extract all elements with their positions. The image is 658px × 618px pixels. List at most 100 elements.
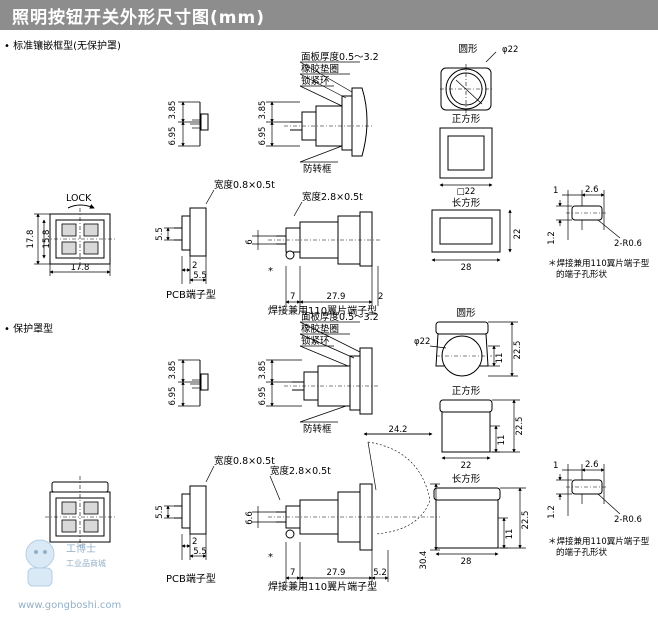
label-pcb-terminal-a: PCB端子型: [166, 288, 216, 301]
square-front-view-top: 正方形 □22: [439, 113, 493, 197]
rect-front-view-top: 长方形 28 22: [431, 197, 523, 273]
dim-30.4: 30.4: [419, 551, 429, 570]
dim-2-pcb-a: 2: [192, 261, 197, 271]
label-square-a: 正方形: [452, 113, 481, 125]
dim-7-b: 7: [290, 568, 295, 578]
label-round-b: 圆形: [456, 307, 476, 319]
label-solder-width-a: 宽度2.8×0.5t: [302, 191, 363, 203]
label-lock-a: LOCK: [66, 193, 92, 204]
dim-1-b: 1: [553, 461, 558, 471]
label-anti-rotation-a: 防转框: [303, 163, 332, 175]
dim-17.8-h-a: 17.8: [71, 263, 90, 273]
watermark-logo: 工博士 工业品商城 www.gongboshi.com: [18, 539, 121, 611]
dim-22-a: 22: [513, 229, 523, 240]
label-square-b: 正方形: [452, 385, 481, 397]
dim-2.6-a: 2.6: [585, 185, 599, 195]
dim-5.2: 5.2: [373, 568, 387, 578]
dim-7-a: 7: [290, 292, 295, 302]
note-hole-line2-a: 的端子孔形状: [556, 269, 608, 280]
dim-17.8-v-a: 17.8: [26, 230, 36, 249]
label-round-a: 圆形: [458, 43, 478, 55]
terminal-hole-detail-top: 1 2.6 1.2 2-R0.6 ＊焊接兼用110翼片端子型 的端子孔形状: [547, 185, 650, 280]
dim-2-pcb-b: 2: [192, 537, 197, 547]
label-rect-b: 长方形: [452, 473, 481, 485]
dim-r06-a: 2-R0.6: [614, 239, 642, 249]
section-label-guard: • 保护罩型: [4, 324, 54, 335]
dim-27.9-b: 27.9: [327, 568, 346, 578]
label-pcb-width-b: 宽度0.8×0.5t: [214, 455, 275, 467]
label-pcb-width-a: 宽度0.8×0.5t: [214, 179, 275, 191]
dim-3.85-b: 3.85: [258, 101, 268, 120]
dim-r06-b: 2-R0.6: [614, 515, 642, 525]
dimension-drawing: • 标准镶嵌框型(无保护罩) • 保护罩型 3.85 6.95: [0, 30, 658, 611]
section-label-standard: • 标准镶嵌框型(无保护罩): [4, 41, 121, 52]
dim-27.9-a: 27.9: [327, 292, 346, 302]
label-pcb-terminal-b: PCB端子型: [166, 572, 216, 585]
dim-22.5-b: 22.5: [515, 417, 525, 436]
label-rect-a: 长方形: [452, 197, 481, 209]
label-panel-thickness-b: 面板厚度0.5～3.2: [301, 311, 379, 323]
dim-2.6-b: 2.6: [585, 460, 599, 470]
dim-11-c: 11: [505, 529, 515, 540]
dim-1.2-b: 1.2: [547, 505, 557, 519]
rear-view-top: LOCK 17.8 15.8 17.8: [26, 193, 115, 276]
dim-sq22-a: □22: [457, 187, 476, 197]
solder-side-view-bottom: 3.85 6.95 面板厚度0.5～3.2 橡胶垫圈 锁紧环 防转框: [258, 311, 380, 435]
asterisk-mark-a: *: [268, 266, 273, 277]
label-lock-ring-a: 锁紧环: [301, 75, 330, 87]
pcb-terminal-view-top: 宽度0.8×0.5t 5.5 2 5.5 PCB端子型: [155, 179, 275, 301]
dim-5.5-v-b: 5.5: [155, 505, 165, 519]
round-guard-view-bottom: 圆形 φ22 11 22.5: [414, 307, 523, 377]
dim-11-b: 11: [497, 435, 507, 446]
dim-1.2-a: 1.2: [547, 231, 557, 245]
dim-5.5-h-b: 5.5: [193, 547, 207, 557]
watermark-brand: 工博士: [66, 542, 96, 555]
rear-view-bottom: [45, 476, 115, 548]
dim-6-a: 6: [245, 239, 255, 244]
solder-terminal-view-top: 宽度2.8×0.5t * 6 7 27.9 2 焊接兼用110翼片端子型: [245, 191, 383, 317]
label-rubber-gasket-a: 橡胶垫圈: [301, 63, 339, 75]
label-lock-ring-b: 锁紧环: [301, 335, 330, 347]
dim-11-a: 11: [495, 353, 505, 364]
note-hole-line1-b: ＊焊接兼用110翼片端子型: [548, 536, 650, 547]
dim-15.8-a: 15.8: [42, 230, 52, 249]
pcb-side-view-top: 3.85 6.95: [168, 101, 209, 147]
watermark-sub: 工业品商城: [66, 558, 106, 568]
dim-22-b: 22: [461, 461, 472, 471]
rect-guard-view-bottom: 长方形 11 22.5 28: [433, 473, 531, 567]
watermark-url: www.gongboshi.com: [18, 600, 121, 611]
label-solder-terminal-a: 焊接兼用110翼片端子型: [268, 304, 377, 317]
dim-22.5-a: 22.5: [513, 341, 523, 360]
note-hole-line2-b: 的端子孔形状: [556, 547, 608, 558]
dim-6.95-b: 6.95: [258, 127, 268, 146]
label-solder-width-b: 宽度2.8×0.5t: [270, 465, 331, 477]
solder-side-view-top: 3.85 6.95 面板厚度0.5～3.2 橡胶垫圈 锁紧环 防转框: [258, 51, 379, 175]
dim-28-b: 28: [461, 557, 472, 567]
page-title: 照明按钮开关外形尺寸图(mm): [12, 8, 265, 28]
pcb-terminal-view-bottom: 宽度0.8×0.5t 5.5 2 5.5 PCB端子型: [155, 455, 275, 585]
dim-3.85-a: 3.85: [168, 101, 178, 120]
pcb-side-view-bottom: 3.85 6.95: [168, 359, 209, 407]
dim-3.85-d: 3.85: [258, 361, 268, 380]
title-bar: 照明按钮开关外形尺寸图(mm): [0, 0, 658, 30]
label-solder-terminal-b: 焊接兼用110翼片端子型: [268, 580, 377, 591]
dim-6.6: 6.6: [245, 511, 255, 525]
dim-dia22-b: φ22: [414, 337, 430, 347]
technical-drawing-svg: 3.85 6.95 3.85 6.95: [26, 43, 650, 593]
label-anti-rotation-b: 防转框: [303, 423, 332, 435]
solder-terminal-view-bottom: 24.2 * 宽度2.8×0.5t 6.6 30.4: [245, 425, 440, 593]
dim-6.95-c: 6.95: [168, 387, 178, 406]
dim-22.5-c: 22.5: [521, 511, 531, 530]
dim-6.95-d: 6.95: [258, 387, 268, 406]
square-guard-view-bottom: 正方形 11 22.5 22: [439, 385, 525, 471]
dim-1-a: 1: [553, 186, 558, 196]
dim-3.85-c: 3.85: [168, 361, 178, 380]
dim-6.95-a: 6.95: [168, 127, 178, 146]
terminal-hole-detail-bottom: 1 2.6 1.2 2-R0.6 ＊焊接兼用110翼片端子型 的端子孔形状: [547, 460, 650, 558]
dim-2-solder-a: 2: [378, 292, 383, 302]
note-hole-line1-a: ＊焊接兼用110翼片端子型: [548, 258, 650, 269]
dim-5.5-v-a: 5.5: [155, 227, 165, 241]
label-panel-thickness-a: 面板厚度0.5～3.2: [301, 51, 379, 63]
dim-28-a: 28: [461, 263, 472, 273]
asterisk-mark-b: *: [268, 552, 273, 563]
